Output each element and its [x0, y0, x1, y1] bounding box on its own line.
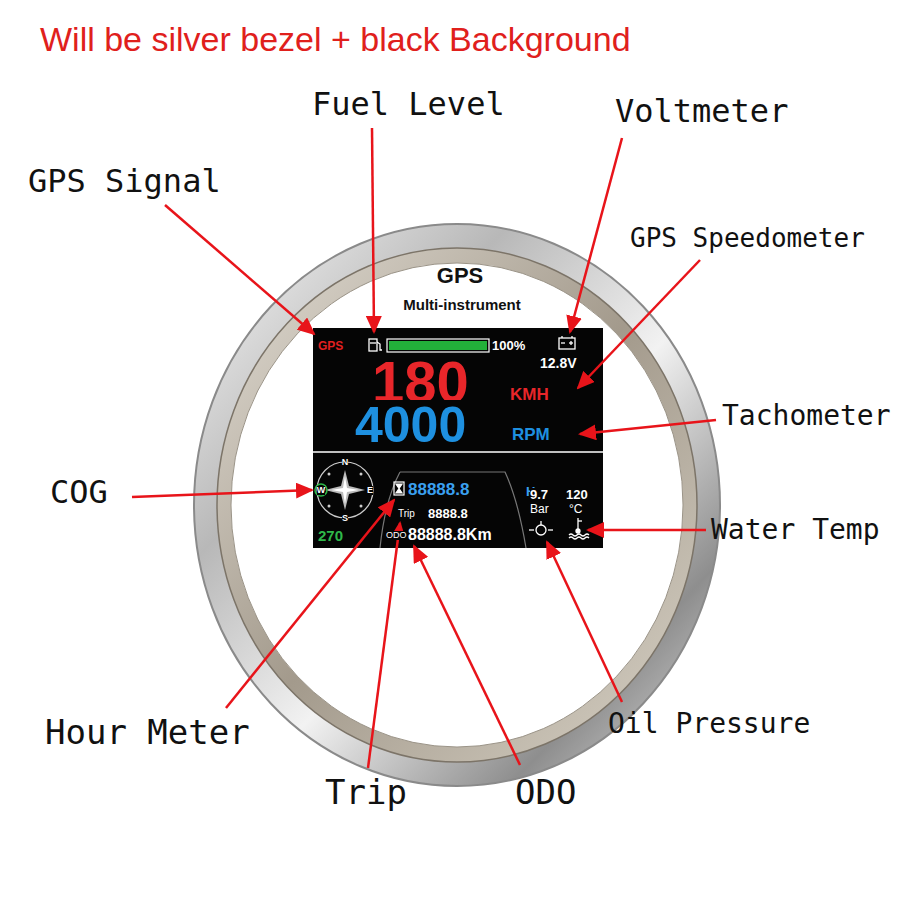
callout-label: ODO [515, 775, 576, 809]
panel-curve [400, 472, 526, 548]
bezel-inner [217, 248, 697, 762]
callout-arrow [226, 500, 394, 708]
voltage-value: 12.8V [540, 356, 577, 370]
speed-unit: KMH [510, 386, 549, 403]
face-title: GPS [437, 265, 483, 287]
callout-arrow [578, 260, 700, 388]
callout-arrow [372, 128, 374, 332]
temp-value: 120 [566, 488, 588, 501]
trip-tag: Trip [398, 509, 415, 519]
face-subtitle: Multi-instrument [403, 297, 521, 312]
trip-value: 8888.8 [428, 507, 468, 520]
bezel-outer [194, 224, 720, 786]
callout-arrow [132, 490, 312, 497]
temp-unit: °C [569, 503, 582, 515]
callout-label: GPS Signal [28, 165, 221, 197]
fuel-icon [369, 339, 382, 351]
battery-icon [559, 336, 575, 349]
callout-label: Trip [325, 775, 407, 809]
callout-label: Oil Pressure [608, 710, 810, 738]
hour-value: 88888.8 [408, 481, 469, 498]
callout-arrow [165, 205, 314, 334]
compass-letter: N [342, 458, 349, 467]
compass-rose [315, 462, 373, 518]
compass-letter: E [367, 486, 373, 495]
callout-label: Water Temp [711, 516, 880, 544]
callout-label: Hour Meter [45, 715, 250, 749]
note-title: Will be silver bezel + black Background [40, 22, 631, 56]
oil-pressure-icon [529, 521, 553, 535]
callout-arrow [547, 542, 622, 702]
callout-arrow [368, 523, 400, 768]
odo-tag: ODO [386, 531, 407, 540]
screen-divider [313, 451, 603, 453]
callout-arrow [414, 546, 520, 765]
callout-arrow [570, 138, 622, 332]
lcd-screen [313, 328, 603, 548]
callout-label: COG [50, 476, 108, 508]
callout-label: Voltmeter [615, 95, 788, 127]
callout-arrows [132, 128, 716, 768]
callout-label: GPS Speedometer [630, 225, 865, 251]
rpm-value: 4000 [355, 400, 466, 450]
cog-value: 270 [318, 528, 343, 543]
fuel-bar-frame [387, 339, 489, 352]
callout-arrow [580, 420, 716, 434]
callout-label: Fuel Level [312, 88, 505, 120]
fuel-bar-fill [389, 341, 487, 350]
fuel-value: 100% [492, 339, 525, 352]
callout-label: Tachometer [722, 402, 891, 430]
odo-value: 88888.8Km [408, 527, 492, 543]
rpm-unit: RPM [512, 426, 550, 443]
gauge-face [231, 263, 683, 747]
oil-value: 9.7 [530, 488, 548, 501]
callout-arrow [588, 529, 706, 532]
hourglass-icon [394, 482, 404, 495]
compass-letter: W [317, 486, 326, 495]
oil-unit: Bar [530, 503, 549, 515]
water-temp-icon [569, 518, 589, 539]
gps-indicator: GPS [318, 340, 343, 352]
compass-letter: S [342, 514, 348, 523]
